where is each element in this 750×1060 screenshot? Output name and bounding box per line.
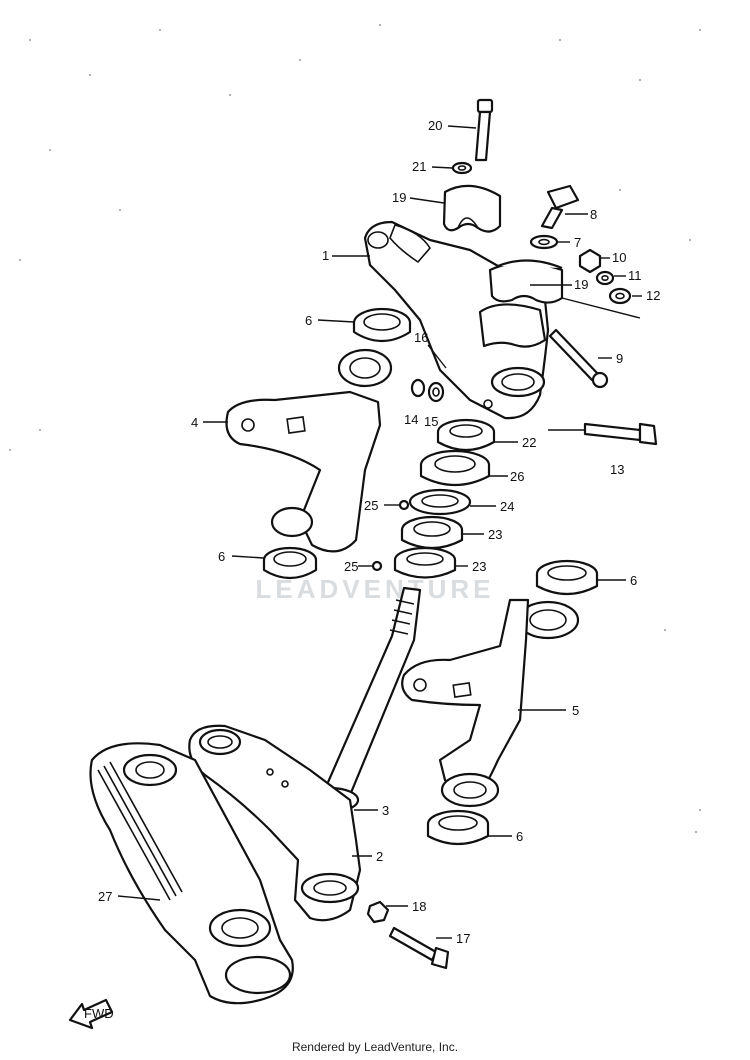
callout-17: 17	[456, 931, 470, 946]
callout-19-upper: 19	[392, 190, 406, 205]
part-22-nut	[436, 418, 496, 452]
part-7-washer	[529, 234, 559, 250]
callout-10: 10	[612, 250, 626, 265]
footer-credit: Rendered by LeadVenture, Inc.	[291, 1040, 459, 1054]
part-21-washer	[451, 161, 473, 175]
part-23-bearing-upper	[400, 515, 464, 550]
callout-15: 15	[424, 414, 438, 429]
callout-6-left: 6	[218, 549, 225, 564]
callout-23-lower: 23	[472, 559, 486, 574]
part-24-bearing-race	[408, 488, 472, 516]
fwd-arrow-icon: FWD	[68, 998, 114, 1030]
part-14-15-washers	[410, 378, 445, 403]
part-6-rubber-left	[262, 546, 318, 580]
callout-6-right-upper: 6	[630, 573, 637, 588]
leader-lines	[117, 125, 642, 939]
part-18-nut	[366, 900, 390, 924]
part-9-bolt	[548, 328, 609, 389]
callout-27: 27	[98, 889, 112, 904]
callout-25-lower: 25	[344, 559, 358, 574]
part-17-bolt	[388, 926, 450, 970]
part-2-lower-bracket	[188, 724, 362, 922]
callout-20: 20	[428, 118, 442, 133]
callout-26: 26	[510, 469, 524, 484]
fwd-label: FWD	[84, 1006, 114, 1021]
part-8-bolt	[540, 184, 580, 230]
part-6-rubber-right-upper	[535, 559, 599, 596]
part-19-handlebar-holder-upper	[442, 184, 502, 233]
part-1-upper-bracket	[363, 220, 564, 420]
callout-18: 18	[412, 899, 426, 914]
callout-23-upper: 23	[488, 527, 502, 542]
callout-7: 7	[574, 235, 581, 250]
callout-22: 22	[522, 435, 536, 450]
callout-6-right-lower: 6	[516, 829, 523, 844]
callout-8: 8	[590, 207, 597, 222]
part-5-headlight-bracket-right	[401, 598, 580, 808]
callout-11: 11	[628, 268, 642, 283]
callout-21: 21	[412, 159, 426, 174]
callout-16: 16	[414, 330, 428, 345]
part-19-handlebar-holder-right	[497, 259, 563, 270]
callout-13: 13	[610, 462, 624, 477]
callout-9: 9	[616, 351, 623, 366]
part-4-headlight-bracket-left	[225, 348, 393, 553]
callout-19-right: 19	[574, 277, 588, 292]
part-12-washer	[608, 287, 632, 305]
callout-6-top: 6	[305, 313, 312, 328]
callout-3: 3	[382, 803, 389, 818]
callout-14: 14	[404, 412, 418, 427]
callout-5: 5	[572, 703, 579, 718]
callout-1: 1	[322, 248, 329, 263]
watermark-text: LEADVENTURE	[255, 574, 494, 604]
callout-2: 2	[376, 849, 383, 864]
part-13-bolt	[583, 422, 658, 446]
part-11-washer	[595, 270, 615, 286]
part-10-nut	[578, 248, 602, 274]
callout-24: 24	[500, 499, 514, 514]
callout-12: 12	[646, 288, 660, 303]
callout-25-upper: 25	[364, 498, 378, 513]
callout-labels: 20 21 19 8 7 1 10 11 19 12 6 16 9 4 14 1…	[98, 118, 660, 946]
part-6-rubber-right-lower	[426, 809, 490, 846]
part-23-bearing-lower	[393, 546, 457, 579]
part-6-rubber-top	[352, 307, 412, 343]
part-20-bolt	[474, 98, 494, 162]
background-specks	[9, 24, 701, 833]
part-27-cover	[89, 742, 294, 1005]
callout-4: 4	[191, 415, 198, 430]
part-26-washer	[419, 449, 491, 486]
